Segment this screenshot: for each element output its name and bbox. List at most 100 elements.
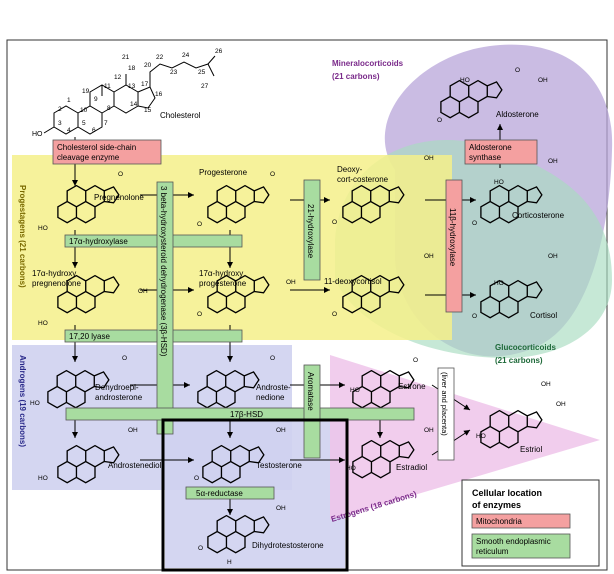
estriol-ho: HO — [476, 433, 486, 440]
estriol-oh-17: OH — [556, 401, 566, 408]
estrone-ho: HO — [350, 387, 360, 394]
glucocorticoids-label: Glucocorticoids — [495, 343, 556, 352]
carbon-20: 20 — [144, 62, 152, 69]
scc-box — [52, 139, 162, 165]
legend-mito-label: Mitochondria — [476, 517, 522, 526]
legend-ser-swatch — [471, 533, 571, 559]
deoxycortisol-o: O — [332, 311, 337, 318]
carbon-2: 2 — [58, 106, 62, 113]
progesterone-o: O — [270, 171, 275, 178]
androgens-label: Androgens (19 carbons) — [18, 355, 27, 447]
hydroxylase11b-label: 11β-hydroxylase — [448, 208, 457, 267]
legend-title-2: of enzymes — [472, 500, 521, 510]
carbon-25: 25 — [198, 69, 206, 76]
hydroxyprogesterone-o: O — [197, 311, 202, 318]
legend: Cellular location of enzymes Mitochondri… — [461, 479, 600, 567]
functional-group-labels: HO O O O OH O OH HO O HO OH O O HO OH OH… — [30, 67, 566, 566]
aldosterone-ho: HO — [460, 77, 470, 84]
scc-label-1: Cholesterol side-chain — [57, 143, 136, 152]
carbon-22: 22 — [156, 54, 164, 61]
hydroxypregnenolone-ho: HO — [38, 320, 48, 327]
estradiol-name: Estradiol — [396, 463, 427, 472]
carbon-8: 8 — [107, 105, 111, 112]
legend-ser-label-2: reticulum — [476, 547, 509, 556]
dhea-name-2: androsterone — [95, 393, 143, 402]
carbon-7: 7 — [104, 120, 108, 127]
estrone-o: O — [413, 357, 418, 364]
androstenedione-o: O — [270, 355, 275, 362]
hydroxypregnenolone-name-2: pregnenolone — [32, 279, 81, 288]
hydroxylase21-label: 21-hydroxylase — [306, 204, 315, 259]
liver-placenta-label: (liver and placenta) — [440, 372, 449, 436]
carbon-17: 17 — [141, 81, 149, 88]
carbon-27: 27 — [201, 83, 209, 90]
hsd3b-box — [156, 181, 174, 435]
aromatase-box — [303, 364, 321, 459]
dhea-ho: HO — [30, 400, 40, 407]
mineralocorticoids-label: Mineralocorticoids — [332, 59, 404, 68]
dht-o: O — [198, 545, 203, 552]
legend-ser-label-1: Smooth endoplasmic — [476, 537, 551, 546]
cholesterol-structure — [43, 55, 216, 135]
carbon-1: 1 — [67, 97, 71, 104]
lyase1720-box — [64, 329, 243, 343]
highlight-box — [161, 418, 349, 572]
carbon-10: 10 — [80, 107, 88, 114]
aldosterone-synthase-label-1: Aldosterone — [469, 143, 512, 152]
hsd17b-label: 17β-HSD — [230, 410, 263, 419]
estrogens-region — [330, 355, 600, 520]
deoxycorticosterone-o: O — [332, 219, 337, 226]
corticosterone-oh: OH — [548, 158, 558, 165]
aldosterone-synthase-box — [464, 139, 538, 165]
carbon-3: 3 — [58, 120, 62, 127]
reductase5a-label: 5α-reductase — [196, 489, 243, 498]
carbon-23: 23 — [170, 69, 178, 76]
glucocorticoids-carbons: (21 carbons) — [495, 356, 543, 365]
androstenediol-oh: OH — [128, 427, 138, 434]
aldosterone-synthase-label-2: synthase — [469, 153, 502, 162]
carbon-12: 12 — [114, 74, 122, 81]
cholesterol-carbon-numbers: 1 2 3 4 5 6 7 8 9 10 11 12 13 14 15 16 1… — [58, 48, 223, 134]
dhea-name-1: Dehydroepi- — [95, 383, 139, 392]
androstenedione-name-2: nedione — [256, 393, 285, 402]
lyase1720-label: 17,20 lyase — [69, 332, 110, 341]
corticosterone-name: Corticosterone — [512, 211, 565, 220]
progesterone-o-ring: O — [197, 221, 202, 228]
testosterone-name: Testosterone — [256, 461, 302, 470]
pregnenolone-name: Pregnenolone — [94, 193, 144, 202]
carbon-14: 14 — [130, 101, 138, 108]
hydroxylase11b-box — [445, 179, 463, 313]
enzyme-boxes: Cholesterol side-chain cleavage enzyme 1… — [52, 139, 538, 500]
legend-mito-swatch — [471, 513, 571, 529]
estradiol-ho: HO — [346, 465, 356, 472]
carbon-6: 6 — [92, 127, 96, 134]
deoxycortisol-oh: OH — [424, 253, 434, 260]
carbon-24: 24 — [182, 52, 190, 59]
androstenediol-name: Androstenediol — [108, 461, 162, 470]
aldosterone-o-aldehyde: O — [515, 67, 520, 74]
dht-oh: OH — [276, 505, 286, 512]
deoxycorticosterone-oh: OH — [424, 155, 434, 162]
hydroxylase17-label: 17α-hydroxylase — [69, 237, 128, 246]
carbon-5: 5 — [82, 120, 86, 127]
carbon-26: 26 — [215, 48, 223, 55]
carbon-9: 9 — [94, 96, 98, 103]
testosterone-oh: OH — [276, 427, 286, 434]
liver-placenta-box — [437, 367, 455, 461]
hydroxylase21-box — [303, 179, 321, 281]
androstenediol-ho: HO — [38, 475, 48, 482]
hydroxypregnenolone-oh: OH — [138, 288, 148, 295]
cholesterol-ho: HO — [32, 131, 43, 138]
progesterone-name: Progesterone — [199, 168, 248, 177]
scc-label-2: cleavage enzyme — [57, 153, 120, 162]
carbon-11: 11 — [104, 83, 111, 90]
androstenedione-name-1: Androste- — [256, 383, 291, 392]
pregnenolone-ho: HO — [38, 225, 48, 232]
aldosterone-oh: OH — [538, 77, 548, 84]
aromatase-label: Aromatase — [306, 372, 315, 411]
carbon-21: 21 — [122, 54, 130, 61]
cortisol-o: O — [472, 313, 477, 320]
estriol-name: Estriol — [520, 445, 542, 454]
aldosterone-name: Aldosterone — [496, 110, 539, 119]
